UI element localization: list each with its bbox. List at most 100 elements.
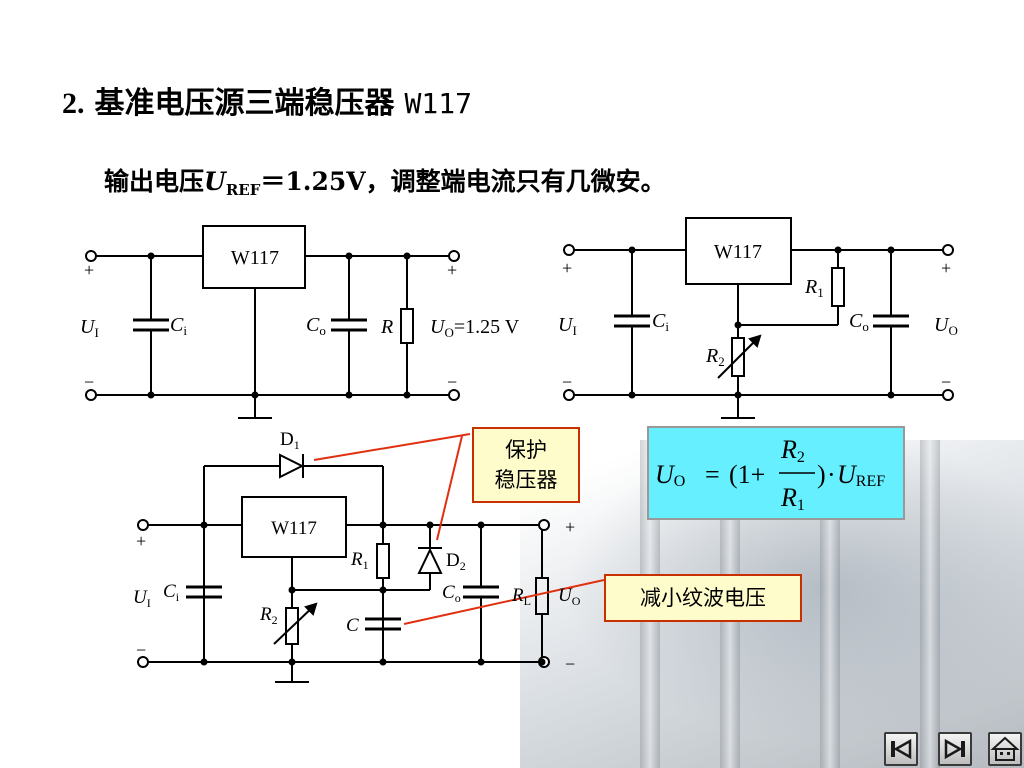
callout-reduce-ripple: 减小纹波电压 <box>604 574 802 622</box>
home-icon <box>990 736 1020 761</box>
circuit-3-c-label: C <box>346 615 359 636</box>
circuit-2-terminal <box>563 244 575 256</box>
circuit-1-ci-capacitor <box>133 318 169 332</box>
title-number: 2. <box>62 87 85 120</box>
circuit-2-minus-in: − <box>562 372 572 392</box>
circuit-3-r1-label: R1 <box>350 549 369 572</box>
circuit-1-uo-label: UO=1.25 V <box>430 316 520 340</box>
title-model: W117 <box>404 87 472 120</box>
circuit-3-terminal <box>137 519 149 531</box>
circuit-3-d2-label: D2 <box>446 550 466 573</box>
subtitle-suffix: ＝1.25V，调整端电流只有几微安。 <box>260 167 666 196</box>
formula-lhs: UO <box>655 460 685 490</box>
formula-close: ) <box>817 460 826 489</box>
circuit-2-r2-label: R2 <box>705 345 725 369</box>
circuit-2-terminal <box>563 389 575 401</box>
circuit-1-terminal <box>448 389 460 401</box>
circuit-2-chip-box <box>685 217 792 285</box>
callout-protect-line1: 保护 <box>505 438 547 462</box>
circuit-3-plus-out: + <box>565 517 575 537</box>
circuit-3-plus-in: + <box>136 531 146 551</box>
circuit-2-uo-label: UO <box>934 314 958 338</box>
circuit-2-plus-out: + <box>941 258 951 278</box>
output-voltage-formula: UO = (1+ R2 R1 ) · UREF <box>647 426 905 520</box>
circuit-3-uo-label: UO <box>558 585 581 608</box>
first-slide-button[interactable] <box>884 732 918 766</box>
circuit-3-arrow-icon <box>304 602 318 616</box>
circuit-2-ci-label: Ci <box>652 310 669 334</box>
diode-d1-icon <box>279 453 305 479</box>
circuit-1-ci-label: Ci <box>170 314 187 338</box>
circuit-2-plus-in: + <box>562 258 572 278</box>
circuit-3-ui-label: UI <box>133 587 151 610</box>
formula-open: (1+ <box>729 460 765 489</box>
formula-equals: = <box>705 460 720 489</box>
formula-rhs: UREF <box>837 460 885 490</box>
formula-dot: · <box>827 460 836 489</box>
photo-column <box>920 440 940 768</box>
first-slide-icon <box>891 738 912 760</box>
callout-protect-regulator: 保护 稳压器 <box>472 427 580 503</box>
circuit-3-rl-resistor <box>535 577 549 615</box>
circuit-3-r2-resistor <box>285 607 299 645</box>
circuit-3-co-capacitor <box>463 585 499 599</box>
circuit-1-minus-out: − <box>447 372 457 392</box>
circuit-1-plus-in: + <box>84 260 94 280</box>
circuit-2-co-label: Co <box>849 310 869 334</box>
formula-denominator: R1 <box>780 483 805 514</box>
circuit-1-terminal <box>448 250 460 262</box>
circuit-1-chip-label: W117 <box>231 247 279 269</box>
junction-dots <box>147 246 895 666</box>
circuit-3-co-label: Co <box>442 582 461 605</box>
formula-svg: UO = (1+ R2 R1 ) · UREF <box>655 435 885 514</box>
circuit-3-ci-label: Ci <box>163 581 180 604</box>
circuit-3-minus-in: − <box>136 640 146 660</box>
circuit-2-r2-resistor <box>731 337 745 377</box>
photo-column <box>820 440 840 768</box>
circuit-2-chip-label: W117 <box>714 241 762 263</box>
circuit-1-co-capacitor <box>331 318 367 332</box>
circuit-1-terminal <box>85 389 97 401</box>
circuit-2-ci-capacitor <box>614 314 650 328</box>
subtitle-sub: REF <box>225 181 261 199</box>
last-slide-icon <box>944 738 965 760</box>
circuit-3-minus-out: − <box>565 654 575 674</box>
circuit-3-d1-label: D1 <box>280 429 300 452</box>
circuit-1-minus-in: − <box>84 372 94 392</box>
circuit-3-terminal <box>137 656 149 668</box>
subtitle-prefix: 输出电压 <box>104 167 205 196</box>
circuit-3-r2-label: R2 <box>259 604 278 627</box>
formula-numerator: R2 <box>780 435 805 466</box>
circuit-2-co-capacitor <box>873 314 909 328</box>
title-text: 基准电压源三端稳压器 <box>94 86 395 121</box>
circuit-1-resistor <box>400 308 414 344</box>
circuit-2-r1-label: R1 <box>804 276 824 300</box>
circuit-3-terminal <box>538 519 550 531</box>
circuit-3-chip-box <box>241 496 347 558</box>
circuit-3-chip-label: W117 <box>271 518 317 539</box>
home-button[interactable] <box>988 732 1022 766</box>
circuit-2-ui-label: UI <box>558 314 577 338</box>
circuit-1-plus-out: + <box>447 260 457 280</box>
callout-protect-line2: 稳压器 <box>494 468 558 492</box>
diode-d2-icon <box>417 547 443 574</box>
slide-title: 2. 基准电压源三端稳压器 W117 <box>62 78 472 122</box>
circuit-1-terminal <box>85 250 97 262</box>
circuit-1-chip-box <box>202 225 306 289</box>
subtitle-var: U <box>204 167 226 196</box>
circuit-3-rl-label: RL <box>511 585 531 608</box>
circuit-2-arrow-icon <box>748 334 762 348</box>
circuit-3-ci-capacitor <box>186 585 222 599</box>
circuit-1-r-label: R <box>380 316 393 338</box>
slide-subtitle: 输出电压UREF＝1.25V，调整端电流只有几微安。 <box>104 162 666 199</box>
circuit-2-terminal <box>942 244 954 256</box>
circuit-2-minus-out: − <box>941 372 951 392</box>
callout-leader-lines <box>313 433 605 625</box>
circuit-2-terminal <box>942 389 954 401</box>
circuit-1-ui-label: UI <box>80 316 99 340</box>
circuit-1-co-label: Co <box>306 314 326 338</box>
circuit-3-r1-resistor <box>376 543 390 579</box>
circuit-2-r1-resistor <box>831 267 845 307</box>
last-slide-button[interactable] <box>938 732 972 766</box>
